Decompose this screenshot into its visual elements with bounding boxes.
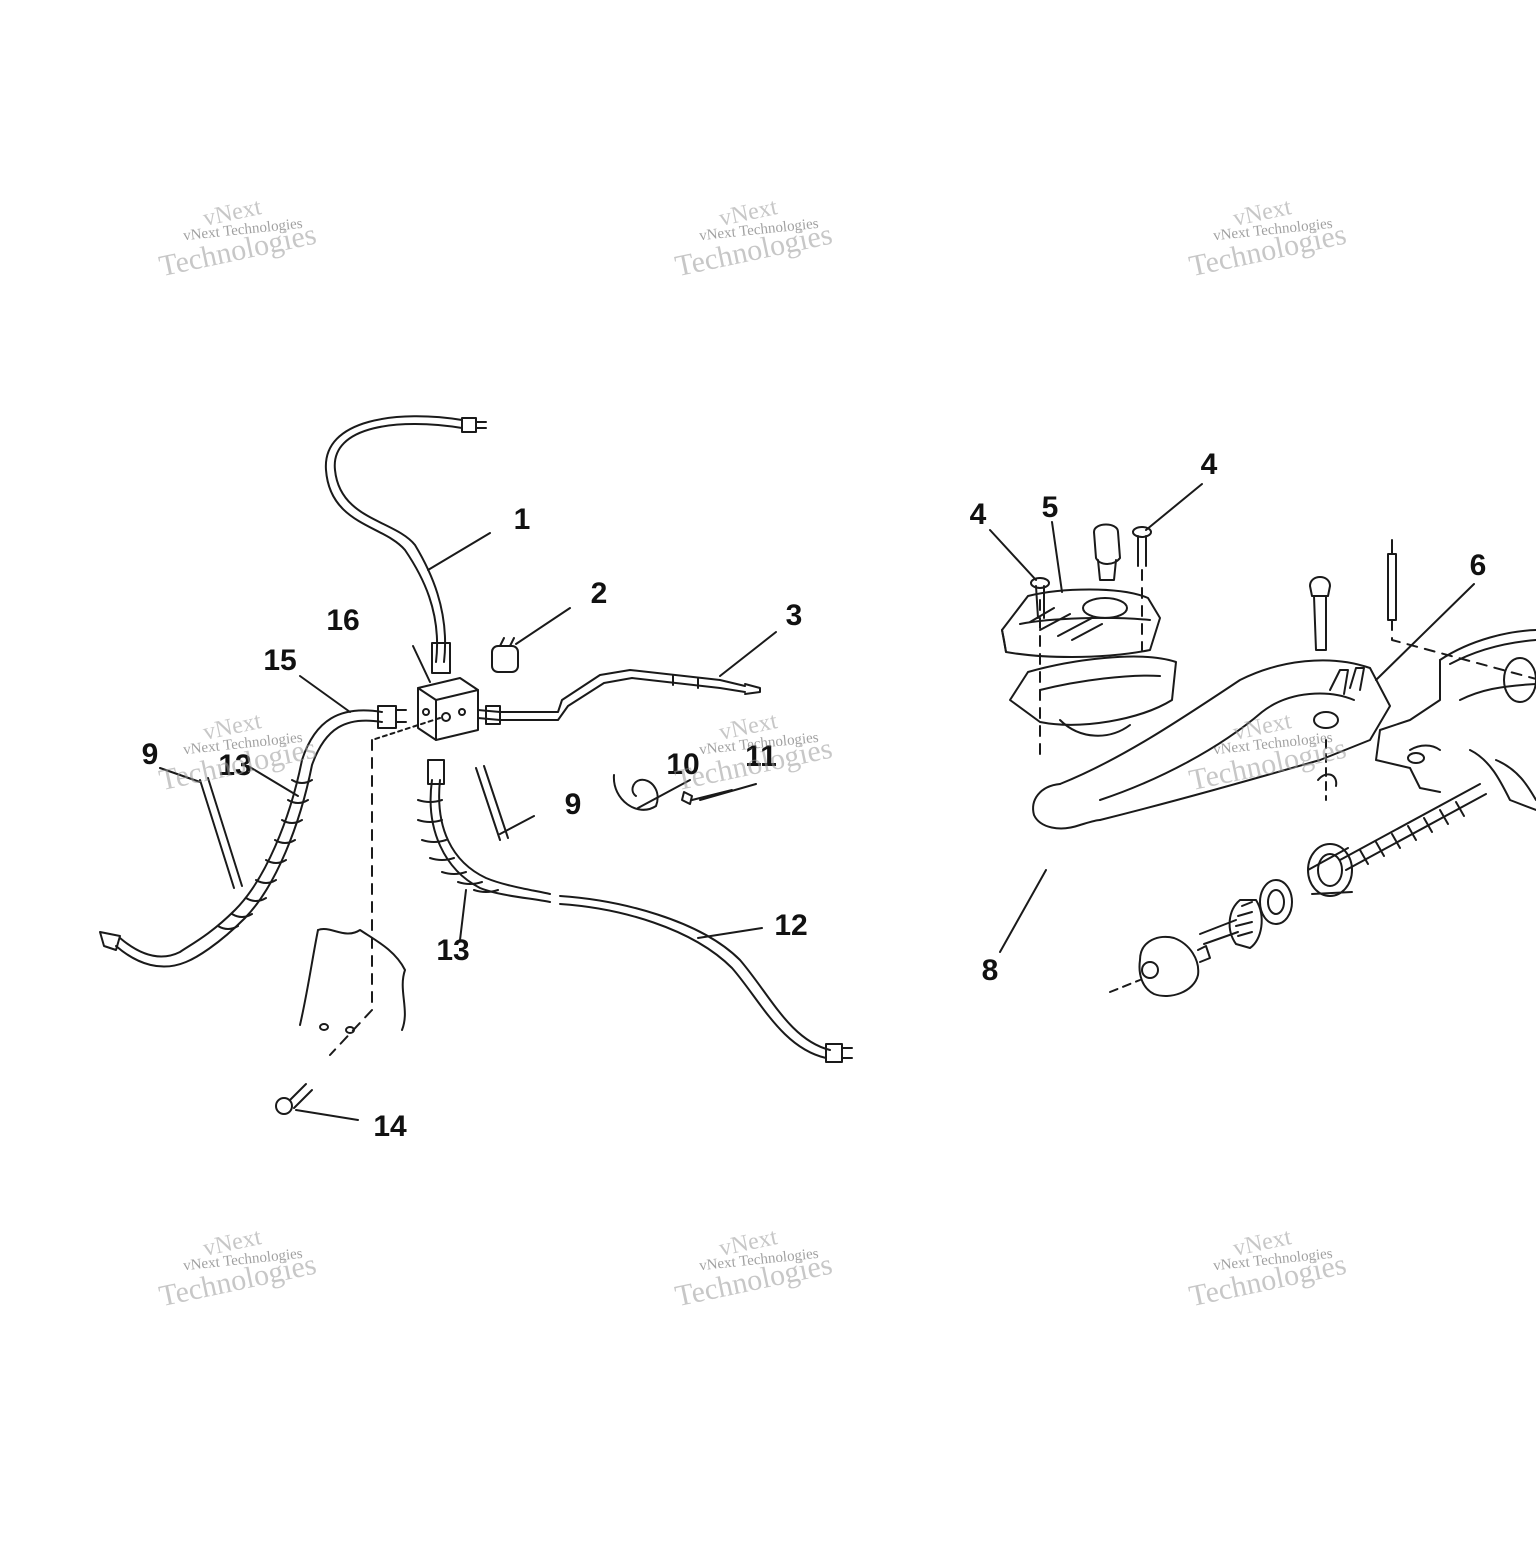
frame-section xyxy=(299,717,441,1056)
retaining-clip xyxy=(1317,739,1338,801)
cable-tie-right xyxy=(475,765,509,841)
callout-9-left: 9 xyxy=(141,738,159,771)
hose-clip xyxy=(612,774,659,811)
piston-cup xyxy=(1307,843,1353,897)
clip-screw xyxy=(681,789,733,805)
callout-3: 3 xyxy=(785,599,803,632)
reservoir-cover xyxy=(1001,588,1161,658)
rigid-brake-line xyxy=(477,669,761,725)
callout-6: 6 xyxy=(1469,549,1487,582)
brake-switch xyxy=(491,637,519,673)
callout-4-right: 4 xyxy=(1200,448,1218,481)
sight-plug xyxy=(1093,523,1121,581)
callout-1: 1 xyxy=(513,503,531,536)
callout-4-left: 4 xyxy=(969,498,987,531)
callout-10: 10 xyxy=(666,748,700,781)
dust-boot xyxy=(1199,899,1263,949)
callout-13-right: 13 xyxy=(436,934,470,967)
callout-12: 12 xyxy=(774,909,808,942)
callout-13-left: 13 xyxy=(218,749,252,782)
callout-5: 5 xyxy=(1041,491,1059,524)
callout-8: 8 xyxy=(981,954,999,987)
callout-15: 15 xyxy=(263,644,297,677)
brake-hose-left xyxy=(99,705,407,968)
brake-lever xyxy=(1032,659,1391,830)
junction-block xyxy=(417,677,479,741)
push-rod-cap xyxy=(1109,935,1211,997)
callout-9-right: 9 xyxy=(564,788,582,821)
reservoir-diaphragm xyxy=(1009,569,1177,761)
seal-ring xyxy=(1259,879,1293,925)
pivot-bolt xyxy=(1309,576,1331,651)
mounting-screw xyxy=(275,1083,313,1115)
callout-2: 2 xyxy=(590,577,608,610)
callout-11: 11 xyxy=(745,740,777,773)
master-cylinder-body xyxy=(1375,629,1536,811)
piston-spring xyxy=(1339,783,1487,871)
brake-hose-right xyxy=(417,759,853,1063)
callout-16: 16 xyxy=(326,604,360,637)
cover-screw-right xyxy=(1132,526,1152,567)
cable-tie-left xyxy=(199,777,243,889)
pivot-pin xyxy=(1387,539,1536,680)
brake-hose-upper xyxy=(324,415,487,674)
callout-14: 14 xyxy=(373,1110,407,1143)
cover-screw-left xyxy=(1030,577,1050,619)
